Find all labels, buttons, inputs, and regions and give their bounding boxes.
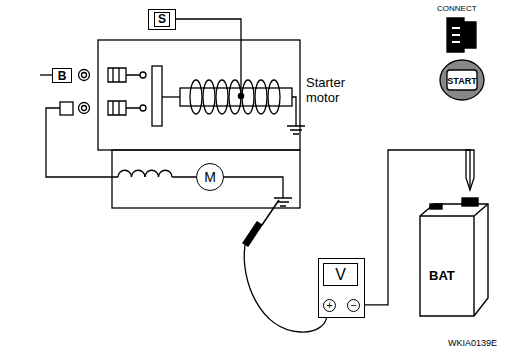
ground-symbol	[274, 198, 292, 206]
terminal-wire	[126, 75, 140, 108]
battery-terminal	[462, 198, 478, 206]
battery-outline	[418, 190, 490, 318]
ground-symbol	[287, 126, 305, 134]
terminal-nut	[82, 106, 87, 111]
terminal-nut	[82, 73, 87, 78]
probe-tip	[262, 200, 279, 225]
terminal-letter: S	[158, 12, 166, 26]
meter-jack: −	[347, 299, 360, 312]
figure-code: WKIA0139E	[448, 338, 497, 348]
contact-plate	[152, 66, 162, 126]
motor-letter: M	[204, 169, 216, 185]
key-switch-icon	[447, 70, 477, 90]
key-caption: START	[447, 76, 476, 86]
armature-wire	[172, 177, 283, 198]
motor-circle: M	[196, 163, 224, 191]
terminal-stud	[108, 68, 126, 82]
field-turn	[118, 170, 132, 177]
solenoid-housing	[98, 40, 300, 150]
connector-pins	[452, 28, 460, 42]
battery: BAT	[418, 190, 490, 318]
meter-display: V	[323, 263, 358, 286]
plunger	[180, 88, 292, 106]
key-switch-icon	[440, 60, 484, 100]
battery-terminal	[430, 204, 442, 209]
b-terminal-box: B	[52, 68, 72, 83]
coil-turn	[229, 80, 241, 114]
field-coil-wire	[46, 108, 118, 177]
field-turn	[159, 170, 173, 177]
terminal-nut	[79, 103, 90, 114]
contact-point	[140, 72, 146, 78]
polarity-sign: −	[350, 300, 356, 311]
coil-turn	[242, 80, 254, 114]
terminal-nut	[79, 70, 90, 81]
positive-lead	[244, 245, 327, 332]
field-turn	[132, 170, 146, 177]
s-terminal-box: S	[148, 9, 176, 30]
battery-case	[420, 204, 488, 316]
field-coil	[118, 170, 172, 177]
coil-turn	[255, 80, 267, 114]
s-terminal-inner: S	[154, 12, 170, 27]
polarity-sign: +	[326, 300, 332, 311]
battery-label: BAT	[428, 268, 456, 283]
connector-icon	[464, 22, 476, 48]
battery-edge	[420, 204, 488, 316]
plunger-rod	[162, 96, 180, 97]
coil-turn	[203, 80, 215, 114]
connector-icon	[447, 18, 464, 52]
terminal-lug	[60, 102, 73, 115]
terminal-stud	[108, 101, 126, 115]
coil-turn	[216, 80, 228, 114]
terminal-letter: B	[58, 69, 67, 83]
contact-point	[140, 105, 146, 111]
battery-cable	[40, 74, 52, 75]
coil-ground-wire	[292, 97, 296, 126]
voltmeter: V + −	[318, 258, 365, 318]
coil-turn	[190, 80, 202, 114]
probe-handle	[243, 222, 262, 246]
meter-jack: +	[323, 299, 336, 312]
coil-turn	[268, 80, 280, 114]
solenoid-coil	[190, 80, 280, 114]
icon-caption: CONNECT	[437, 4, 477, 13]
meter-letter: V	[335, 266, 346, 284]
field-turn	[145, 170, 159, 177]
part-label: Starter motor	[306, 76, 366, 106]
motor-housing	[112, 150, 300, 208]
